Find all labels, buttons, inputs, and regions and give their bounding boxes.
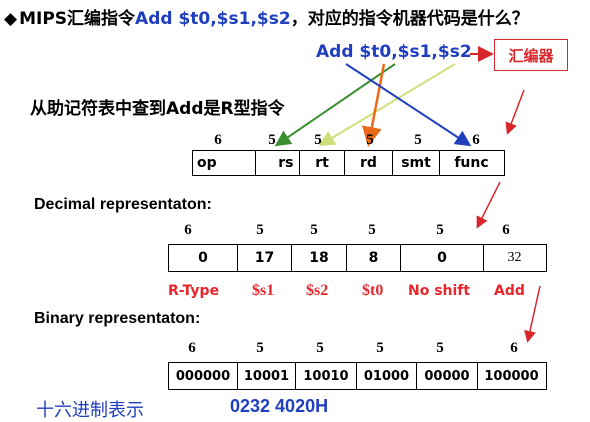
label-no-shift: No shift: [408, 283, 471, 299]
format-field-rt: rt: [299, 150, 345, 176]
format-bits-rt: 5: [314, 132, 322, 148]
arrow-decimal-to-binary: [524, 285, 541, 343]
binary-value-op: 000000: [168, 362, 238, 390]
label-r-type: R-Type: [168, 283, 220, 299]
decimal-value-rt: 18: [291, 244, 347, 272]
format-bits-func: 6: [472, 132, 480, 148]
binary-bits-2: 5: [316, 340, 324, 356]
lookup-text: 从助记符表中查到Add是R型指令: [30, 99, 285, 119]
binary-table: 000000 10001 10010 01000 00000 100000: [168, 362, 547, 390]
arrow-s2-to-rt: [318, 63, 456, 147]
label-s2: $s2: [306, 282, 329, 299]
format-bits-op: 6: [214, 132, 222, 148]
assembler-box: 汇编器: [494, 39, 568, 71]
decimal-bits-3: 5: [368, 222, 376, 238]
format-field-rd: rd: [343, 150, 394, 176]
label-t0: $t0: [362, 282, 384, 299]
decimal-value-rs: 17: [236, 244, 293, 272]
decimal-value-op: 0: [168, 244, 238, 272]
format-field-smt: smt: [392, 150, 440, 176]
arrow-assembler-down: [505, 89, 525, 135]
decimal-title: Decimal representaton:: [34, 196, 212, 213]
binary-title: Binary representaton:: [34, 310, 201, 327]
format-field-func: func: [438, 150, 505, 176]
hex-value: 0232 4020H: [230, 396, 329, 416]
binary-bits-4: 5: [436, 340, 444, 356]
binary-value-rs: 10001: [236, 362, 297, 390]
question-instruction: Add $t0,$s1,$s2: [135, 9, 291, 29]
decimal-bits-1: 5: [256, 222, 264, 238]
decimal-bits-5: 6: [502, 222, 510, 238]
question-prefix: MIPS汇编指令: [19, 9, 136, 29]
decimal-bits-2: 5: [310, 222, 318, 238]
format-table: op rs rt rd smt func: [192, 150, 505, 176]
question-line: ◆MIPS汇编指令Add $t0,$s1,$s2，对应的指令机器代码是什么？: [4, 4, 529, 29]
format-bits-rd: 5: [366, 132, 374, 148]
arrow-s1-to-rs: [274, 63, 396, 147]
decimal-value-rd: 8: [345, 244, 402, 272]
add-instruction: Add $t0,$s1,$s2: [316, 42, 472, 62]
arrow-format-to-decimal: [476, 181, 501, 229]
decimal-value-smt: 0: [400, 244, 484, 272]
diamond-bullet-icon: ◆: [4, 9, 18, 29]
label-s1: $s1: [252, 282, 275, 299]
binary-bits-1: 5: [256, 340, 264, 356]
arrow-add-to-func: [345, 63, 472, 147]
format-bits-rs: 5: [268, 132, 276, 148]
decimal-table: 0 17 18 8 0 32: [168, 244, 547, 272]
binary-bits-5: 6: [510, 340, 518, 356]
binary-value-rt: 10010: [295, 362, 357, 390]
decimal-value-func: 32: [482, 244, 547, 272]
binary-bits-3: 5: [376, 340, 384, 356]
binary-bits-0: 6: [188, 340, 196, 356]
hex-label: 十六进制表示: [36, 400, 144, 421]
arrow-t0-to-rd: [362, 63, 386, 147]
decimal-bits-4: 5: [436, 222, 444, 238]
question-suffix: ，对应的指令机器代码是什么？: [290, 9, 529, 29]
label-add: Add: [494, 283, 525, 299]
format-field-op: op: [192, 150, 256, 176]
format-bits-smt: 5: [414, 132, 422, 148]
binary-value-func: 100000: [476, 362, 547, 390]
binary-value-smt: 00000: [416, 362, 478, 390]
decimal-bits-0: 6: [184, 222, 192, 238]
format-field-rs: rs: [254, 150, 301, 176]
binary-value-rd: 01000: [355, 362, 418, 390]
